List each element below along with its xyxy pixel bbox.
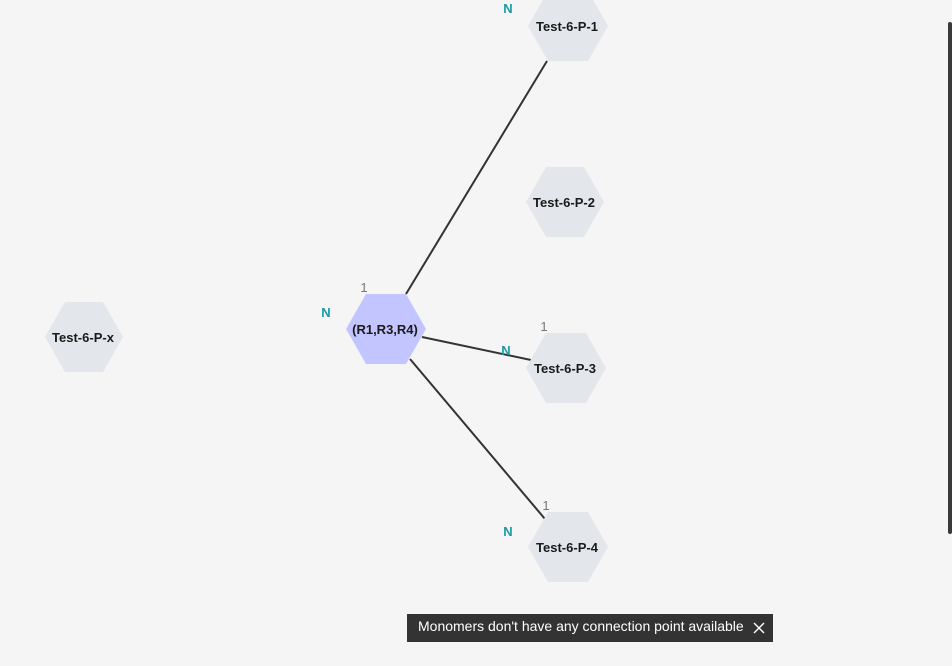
monomer-test-6-p-4[interactable]: Test-6-P-4 <box>528 512 608 582</box>
monomer-label: Test-6-P-4 <box>536 540 599 555</box>
monomer-label: Test-6-P-1 <box>536 19 598 34</box>
bond-center-p1[interactable] <box>405 60 548 295</box>
monomer-label: Test-6-P-3 <box>534 361 596 376</box>
monomer-label: Test-6-P-x <box>52 330 115 345</box>
attachment-number-label: 1 <box>540 319 547 334</box>
n-attachment-label: N <box>501 343 510 358</box>
vertical-scrollbar[interactable] <box>948 22 952 534</box>
monomer-test-6-p-x[interactable]: Test-6-P-x <box>45 302 123 372</box>
attachment-number-label: 1 <box>542 498 549 513</box>
monomer-label: Test-6-P-2 <box>533 195 595 210</box>
attachment-number-label: 1 <box>360 280 367 295</box>
monomer-test-6-p-1[interactable]: Test-6-P-1 <box>528 0 608 61</box>
n-attachment-label: N <box>503 1 512 16</box>
monomer-test-6-p-3[interactable]: Test-6-P-3 <box>526 333 606 403</box>
bond-center-p3[interactable] <box>421 336 532 361</box>
close-icon[interactable] <box>751 620 767 636</box>
notification-toast: Monomers don't have any connection point… <box>407 614 773 642</box>
n-attachment-label: N <box>321 305 330 320</box>
n-attachment-label: N <box>503 524 512 539</box>
monomer-label: (R1,R3,R4) <box>352 322 418 337</box>
monomer-center-selected[interactable]: (R1,R3,R4) <box>346 294 426 364</box>
toast-message: Monomers don't have any connection point… <box>418 618 744 634</box>
bond-center-p4[interactable] <box>409 358 546 520</box>
monomer-test-6-p-2[interactable]: Test-6-P-2 <box>526 167 604 237</box>
